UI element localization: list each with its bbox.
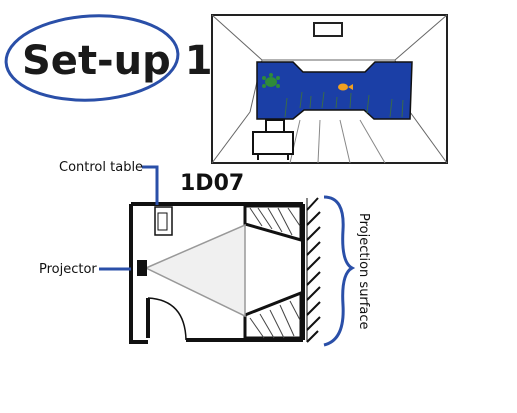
projection-surface-brace [323, 195, 356, 347]
pillar-top [243, 204, 303, 242]
room-code: 1D07 [180, 171, 244, 196]
diagram-title: Set-up 1 [22, 38, 213, 84]
perspective-frame [211, 14, 448, 164]
door-swing [147, 297, 187, 341]
turtle-icon [262, 73, 280, 88]
title-ellipse [4, 14, 180, 102]
projection-image [256, 61, 413, 120]
control-table-label: Control table [59, 160, 143, 175]
projector-plan-mark [137, 260, 147, 276]
fish-icon [338, 83, 353, 91]
control-table-pointer [142, 165, 159, 205]
ceiling-fixture [313, 22, 343, 37]
projection-surface-label: Projection surface [356, 213, 371, 329]
floor-plan [129, 197, 321, 344]
perspective-sketch [211, 14, 448, 164]
projector-icon [252, 119, 294, 160]
projection-beam [144, 223, 246, 318]
projector-label: Projector [39, 262, 97, 277]
title-badge: Set-up 1 [4, 14, 213, 102]
